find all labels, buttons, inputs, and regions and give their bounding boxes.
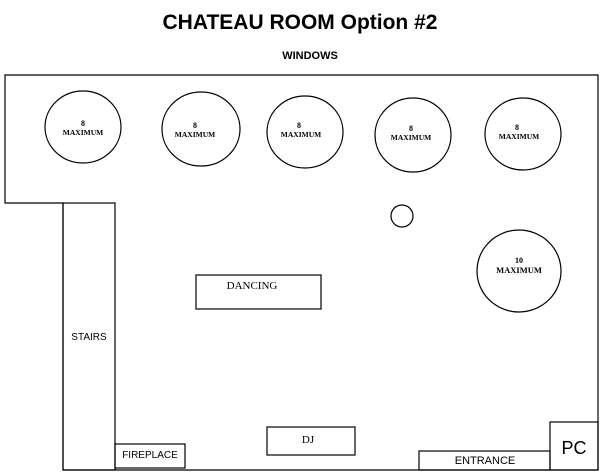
table-1: 8 MAXIMUM [44, 90, 122, 164]
dancing-label: DANCING [227, 280, 278, 292]
table-maximum: MAXIMUM [175, 130, 215, 139]
table-capacity: 8 [515, 123, 519, 132]
dj-label: DJ [302, 434, 315, 446]
table-circle [374, 97, 452, 173]
dancing-area [195, 274, 322, 310]
table-circle [161, 91, 241, 167]
table-2: 8 MAXIMUM [161, 91, 241, 167]
stairs-area [62, 202, 116, 471]
table-6: 10 MAXIMUM [476, 229, 562, 313]
table-maximum: MAXIMUM [499, 132, 539, 141]
table-circle [476, 229, 562, 313]
stairs-label: STAIRS [71, 332, 107, 343]
table-capacity: 8 [81, 119, 85, 128]
entrance-label: ENTRANCE [455, 455, 516, 467]
table-maximum: MAXIMUM [63, 128, 103, 137]
pc-label: PC [561, 438, 586, 458]
table-maximum: MAXIMUM [281, 130, 321, 139]
windows-label: WINDOWS [282, 50, 338, 62]
table-circle [44, 90, 122, 164]
table-3: 8 MAXIMUM [266, 95, 344, 169]
table-4: 8 MAXIMUM [374, 97, 452, 173]
table-capacity: 8 [193, 121, 197, 130]
table-capacity: 8 [297, 121, 301, 130]
table-capacity: 10 [515, 256, 523, 265]
table-5: 8 MAXIMUM [484, 97, 562, 171]
fireplace-area [114, 443, 186, 469]
column-marker [390, 204, 414, 228]
table-maximum: MAXIMUM [391, 133, 431, 142]
pc-area [549, 421, 599, 471]
fireplace-label: FIREPLACE [122, 450, 178, 461]
table-circle [266, 95, 344, 169]
table-capacity: 8 [409, 124, 413, 133]
dj-area [266, 426, 356, 456]
page-title: CHATEAU ROOM Option #2 [162, 11, 438, 34]
table-maximum: MAXIMUM [496, 265, 542, 275]
table-circle [484, 97, 562, 171]
